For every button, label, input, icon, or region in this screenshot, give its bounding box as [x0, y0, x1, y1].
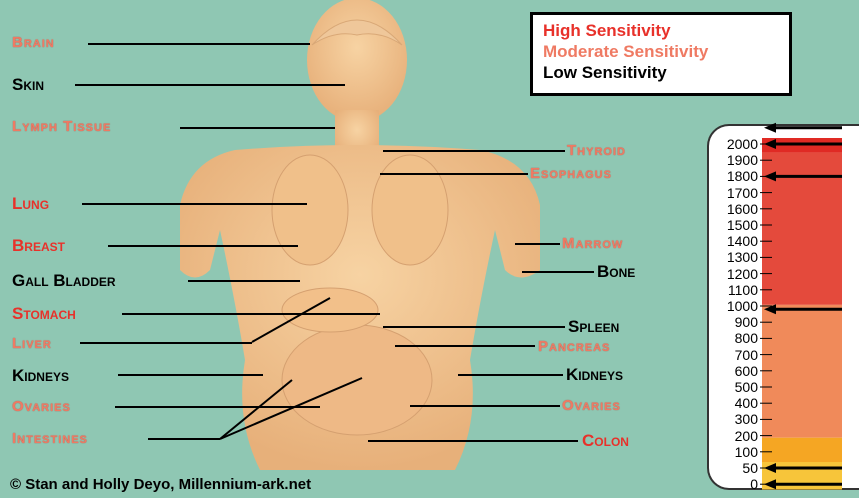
scale-tick-label: 1700: [710, 186, 758, 200]
credit-line: © Stan and Holly Deyo, Millennium-ark.ne…: [10, 476, 311, 493]
scale-tick-label: 1900: [710, 153, 758, 167]
scale-tick-label: 700: [710, 348, 758, 362]
scale-tick-label: 400: [710, 396, 758, 410]
scale-tick-label: 1200: [710, 267, 758, 281]
scale-tick-label: 300: [710, 412, 758, 426]
scale-tick-label: 200: [710, 429, 758, 443]
scale-tick-label: 600: [710, 364, 758, 378]
scale-tick-label: 100: [710, 445, 758, 459]
scale-tick-label: 1100: [710, 283, 758, 297]
scale-tick-label: 1300: [710, 250, 758, 264]
scale-tick-label: 500: [710, 380, 758, 394]
scale-arrow-head-150: [764, 123, 776, 133]
scale-tick-label: 1600: [710, 202, 758, 216]
scale-tick-label: 50: [710, 461, 758, 475]
scale-tick-label: 800: [710, 331, 758, 345]
scale-tick-label: 1000: [710, 299, 758, 313]
scale-segment-3: [762, 438, 842, 462]
scale-tick-label: 1400: [710, 234, 758, 248]
scale-tick-label: 0: [710, 477, 758, 491]
scale-segment-2: [762, 305, 842, 438]
scale-tick-label: 1800: [710, 169, 758, 183]
scale-tick-label: 1500: [710, 218, 758, 232]
scale-tick-label: 2000: [710, 137, 758, 151]
scale-tick-label: 900: [710, 315, 758, 329]
